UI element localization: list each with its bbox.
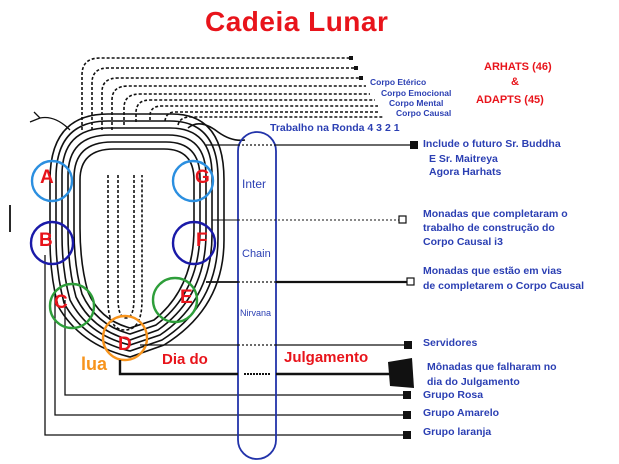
judgment-label-1: Dia do [162, 351, 208, 368]
group-causal-done-line-3: Corpo Causal i3 [423, 236, 503, 248]
pillar-chain-label: Chain [242, 248, 271, 260]
globe-b-label: B [39, 230, 53, 251]
globe-c-label: C [54, 292, 68, 313]
globe-circles [29, 159, 217, 362]
globe-g-circle [171, 159, 215, 203]
group-servidores-label: Servidores [423, 337, 478, 349]
body-emocional-label: Corpo Emocional [381, 88, 452, 98]
group-line-ends [388, 141, 418, 439]
page-title: Cadeia Lunar [205, 6, 389, 37]
group-buddha-line-3: Agora Harhats [429, 166, 502, 178]
group-laranja-label: Grupo laranja [423, 426, 492, 438]
globe-b-circle [29, 220, 75, 266]
globe-d-label: D [118, 334, 132, 355]
group-buddha-line-1: Include o futuro Sr. Buddha [423, 138, 561, 150]
inter-chain-pillar [237, 131, 277, 460]
globe-a-label: A [40, 167, 54, 188]
round-label: Trabalho na Ronda 4 3 2 1 [270, 122, 400, 134]
ampersand-label: & [511, 76, 519, 88]
race-loop [49, 113, 246, 358]
body-mental-label: Corpo Mental [389, 98, 444, 108]
moon-label: lua [81, 354, 108, 374]
group-causal-done-line-2: trabalho de construção do [423, 222, 555, 234]
group-causal-done-line-1: Monadas que completaram o [423, 208, 568, 220]
body-causal-label: Corpo Causal [396, 108, 452, 118]
group-failed-line-2: dia do Julgamento [427, 376, 520, 388]
left-connectors [9, 111, 405, 436]
globe-e-label: E [180, 287, 193, 308]
group-lines [118, 144, 412, 376]
group-buddha-line-2: E Sr. Maitreya [429, 153, 498, 165]
body-dashed-lines [81, 57, 384, 130]
globe-c-circle [48, 282, 96, 330]
judgment-label-2: Julgamento [284, 349, 369, 366]
arhats-label: ARHATS (46) [484, 61, 552, 73]
globe-f-label: F [196, 230, 208, 251]
group-amarelo-label: Grupo Amarelo [423, 407, 500, 419]
body-line-ends [349, 56, 363, 80]
group-causal-way-line-2: de completarem o Corpo Causal [423, 280, 585, 292]
globe-d-circle [101, 314, 149, 362]
globe-f-circle [171, 220, 217, 266]
group-failed-line-1: Mônadas que falharam no [427, 361, 557, 373]
group-causal-way-line-1: Monadas que estão em vias [423, 265, 562, 277]
globe-e-circle [151, 276, 199, 324]
adapts-label: ADAPTS (45) [476, 94, 544, 106]
globe-a-circle [30, 159, 74, 203]
pillar-inter-label: Inter [242, 177, 267, 191]
pillar-nirvana-label: Nirvana [240, 308, 272, 318]
globe-g-label: G [195, 167, 210, 188]
group-rosa-label: Grupo Rosa [423, 389, 484, 401]
body-eterico-label: Corpo Etérico [370, 77, 427, 87]
